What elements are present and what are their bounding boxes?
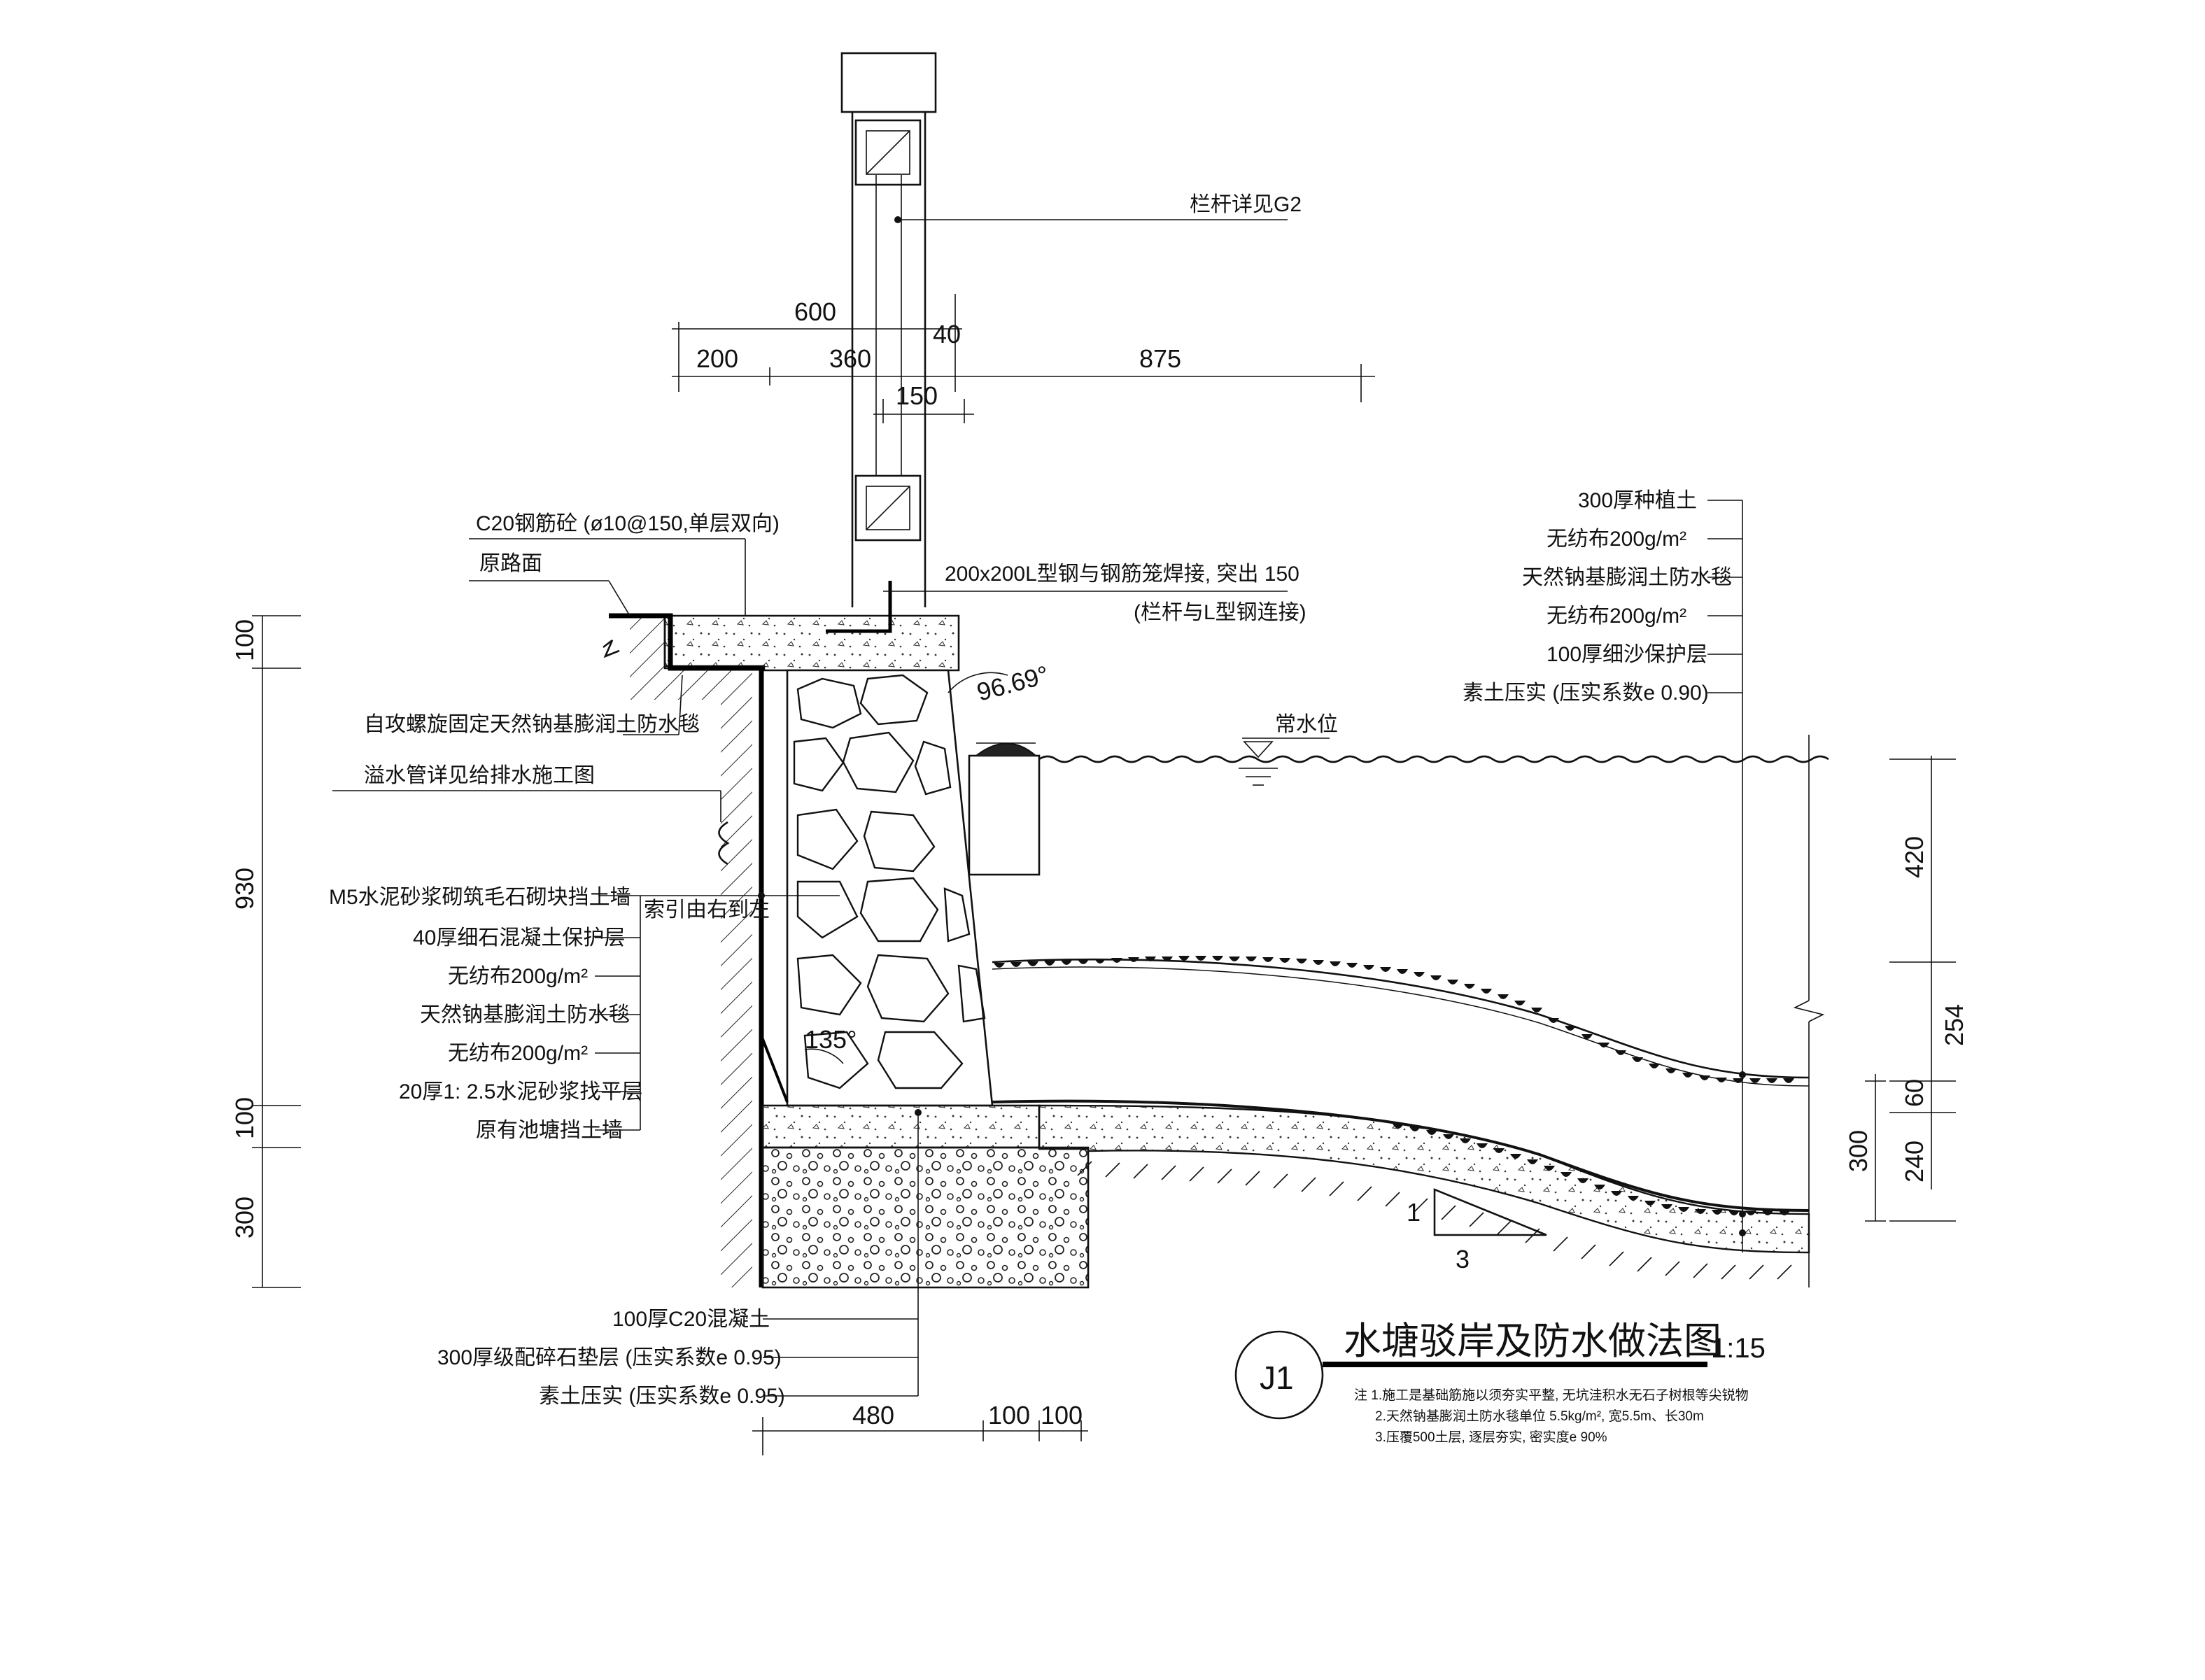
dim-40: 40: [933, 320, 961, 348]
foundation-2: 300厚级配碎石垫层 (压实系数e 0.95): [437, 1346, 782, 1369]
concrete-cap-slab: [663, 614, 960, 672]
note-1: 注 1.施工是基础筋施以须夯实平整, 无坑洼积水无石子树根等尖锐物: [1354, 1388, 1749, 1403]
dim-left-300: 300: [230, 1197, 259, 1238]
upper-left-labels: C20钢筋砼 (ø10@150,单层双向) 原路面 200x200L型钢与钢筋笼…: [364, 512, 1306, 787]
title-block: J1 水塘驳岸及防水做法图 1:15 注 1.施工是基础筋施以须夯实平整, 无坑…: [1234, 1320, 1766, 1445]
left-layer-3: 天然钠基膨润土防水毯: [420, 1003, 630, 1026]
dim-480: 480: [852, 1401, 894, 1430]
right-layer-1: 300厚种植土: [1578, 489, 1697, 512]
scallop-top: [994, 956, 1794, 1083]
note-3: 3.压覆500土层, 逐层夯实, 密实度e 90%: [1375, 1430, 1607, 1445]
scallop-bottom: [1393, 1124, 1790, 1215]
slope-rise: 1: [1407, 1198, 1421, 1227]
right-dimensions: 420 254 60 300 240: [1844, 756, 1968, 1222]
foundation-1: 100厚C20混凝土: [612, 1308, 770, 1331]
dim-360: 360: [829, 344, 871, 373]
right-layer-3: 天然钠基膨润土防水毯: [1522, 566, 1732, 589]
steel-label: 200x200L型钢与钢筋笼焊接, 突出 150: [945, 563, 1299, 586]
right-layer-6: 素土压实 (压实系数e 0.90): [1463, 682, 1709, 705]
dim-left-100a: 100: [230, 619, 259, 661]
foundation-callouts: 100厚C20混凝土 300厚级配碎石垫层 (压实系数e 0.95) 素土压实 …: [437, 1109, 922, 1408]
c20-concrete-base: [761, 1104, 1041, 1149]
dim-left-100b: 100: [230, 1097, 259, 1139]
dim-100-b: 100: [1041, 1401, 1083, 1430]
right-layer-4: 无纺布200g/m²: [1547, 605, 1686, 628]
railing-post: 栏杆详见G2: [840, 52, 1302, 607]
stone-pattern: [793, 674, 986, 1089]
drawing-scale: 1:15: [1711, 1333, 1766, 1364]
pond-slope: 常水位 1 3: [992, 500, 1829, 1287]
top-dimensions: 600 40 200 360 875 150: [672, 294, 1375, 423]
embankment-section: 135° 96.69°: [332, 581, 1090, 1289]
dim-420: 420: [1900, 836, 1929, 878]
rail-section-upper: [854, 119, 922, 186]
slope-angle-label: 96.69°: [973, 660, 1052, 707]
graded-gravel-cushion: [761, 1146, 1090, 1289]
road-label: 原路面: [479, 552, 542, 575]
dim-240: 240: [1900, 1141, 1929, 1183]
dim-875: 875: [1139, 344, 1181, 373]
left-dimensions: 100 930 100 300: [230, 615, 301, 1288]
water-level-line: [1038, 755, 1829, 763]
anchor-label: 自攻螺旋固定天然钠基膨润土防水毯: [364, 713, 700, 736]
right-layer-5: 100厚细沙保护层: [1547, 643, 1707, 666]
rail-section-lower: [854, 474, 922, 542]
overflow-pipe: [968, 754, 1041, 876]
corner-angle-label: 135°: [805, 1025, 857, 1054]
right-layer-callouts: 300厚种植土 无纺布200g/m² 天然钠基膨润土防水毯 无纺布200g/m²…: [1463, 489, 1742, 705]
drawing-title: 水塘驳岸及防水做法图: [1344, 1320, 1721, 1362]
existing-wall-hatch: [609, 616, 752, 1287]
left-layer-1: 40厚细石混凝土保护层: [413, 926, 625, 950]
dim-254: 254: [1940, 1004, 1968, 1046]
railing-detail-label: 栏杆详见G2: [1190, 193, 1302, 216]
water-level-label: 常水位: [1275, 713, 1338, 736]
dim-100-a: 100: [988, 1401, 1030, 1430]
slope-run: 3: [1456, 1245, 1470, 1273]
detail-symbol: J1: [1260, 1360, 1294, 1396]
left-layer-2: 无纺布200g/m²: [448, 965, 588, 988]
waterproof-blanket-line: [609, 613, 764, 1287]
dim-600: 600: [794, 297, 836, 326]
left-layer-4: 无纺布200g/m²: [448, 1042, 588, 1065]
dim-300-right: 300: [1844, 1130, 1873, 1172]
right-layer-2: 无纺布200g/m²: [1547, 528, 1686, 551]
index-note: 索引由右到左: [644, 898, 770, 922]
left-layer-5: 20厚1: 2.5水泥砂浆找平层: [399, 1080, 642, 1103]
left-layer-6: 原有池塘挡土墙: [476, 1119, 623, 1142]
dim-left-930: 930: [230, 868, 259, 910]
dim-200: 200: [696, 344, 738, 373]
overflow-label: 溢水管详见给排水施工图: [364, 764, 595, 787]
post-cap: [840, 52, 937, 113]
wall-label: M5水泥砂浆砌筑毛石砌块挡土墙: [329, 886, 631, 909]
slope-triangle: [1433, 1188, 1547, 1236]
steel-label-2: (栏杆与L型钢连接): [1134, 601, 1306, 624]
left-layer-callouts: M5水泥砂浆砌筑毛石砌块挡土墙 索引由右到左 40厚细石混凝土保护层 无纺布20…: [329, 886, 770, 1142]
bottom-dimensions: 480 100 100: [752, 1401, 1088, 1455]
note-2: 2.天然钠基膨润土防水毯单位 5.5kg/m², 宽5.5m、长30m: [1375, 1409, 1704, 1424]
detail-symbol-circle: [1234, 1330, 1324, 1420]
foundation-3: 素土压实 (压实系数e 0.95): [539, 1385, 785, 1408]
dim-60: 60: [1900, 1079, 1929, 1107]
slab-label: C20钢筋砼 (ø10@150,单层双向): [476, 512, 780, 535]
dim-150: 150: [896, 381, 938, 410]
